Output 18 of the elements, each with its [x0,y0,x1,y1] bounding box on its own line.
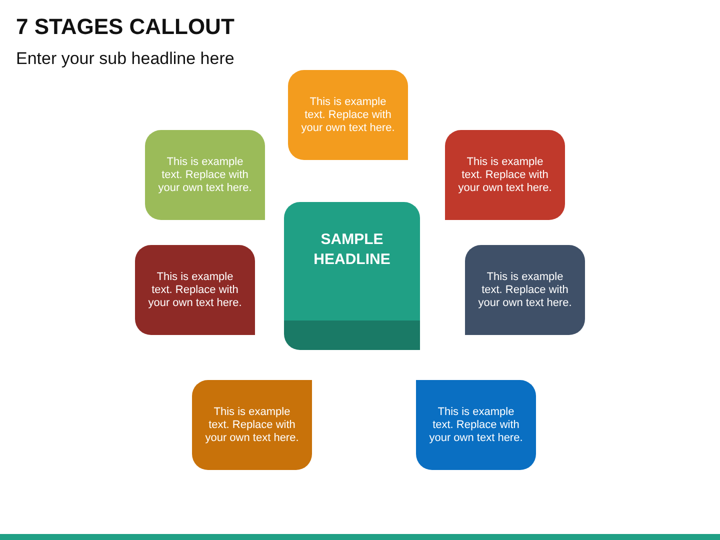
speech-bubble [416,380,536,470]
speech-bubble [465,245,585,335]
speech-bubble [192,380,312,470]
title: 7 STAGES CALLOUT [16,14,234,40]
headline-text: SAMPLE HEADLINE [312,230,392,270]
bubble-text: This is example text. Replace with your own text here. [428,406,524,444]
headline-box [284,202,420,350]
bubble-text: This is example text. Replace with your own text here. [457,156,553,194]
speech-bubble [135,245,255,335]
speech-bubble [288,70,408,160]
bubble-text: This is example text. Replace with your own text here. [477,270,573,310]
bubble-text: This is example text. Replace with your own text here. [300,96,396,134]
subtitle: Enter your sub headline here [16,49,234,69]
bubble-text: This is example text. Replace with your own text here. [204,406,300,444]
speech-bubble [145,130,265,220]
speech-bubble [445,130,565,220]
bubble-text: This is example text. Replace with your own text here. [157,156,253,194]
bubble-text: This is example text. Replace with your own text here. [147,270,243,310]
